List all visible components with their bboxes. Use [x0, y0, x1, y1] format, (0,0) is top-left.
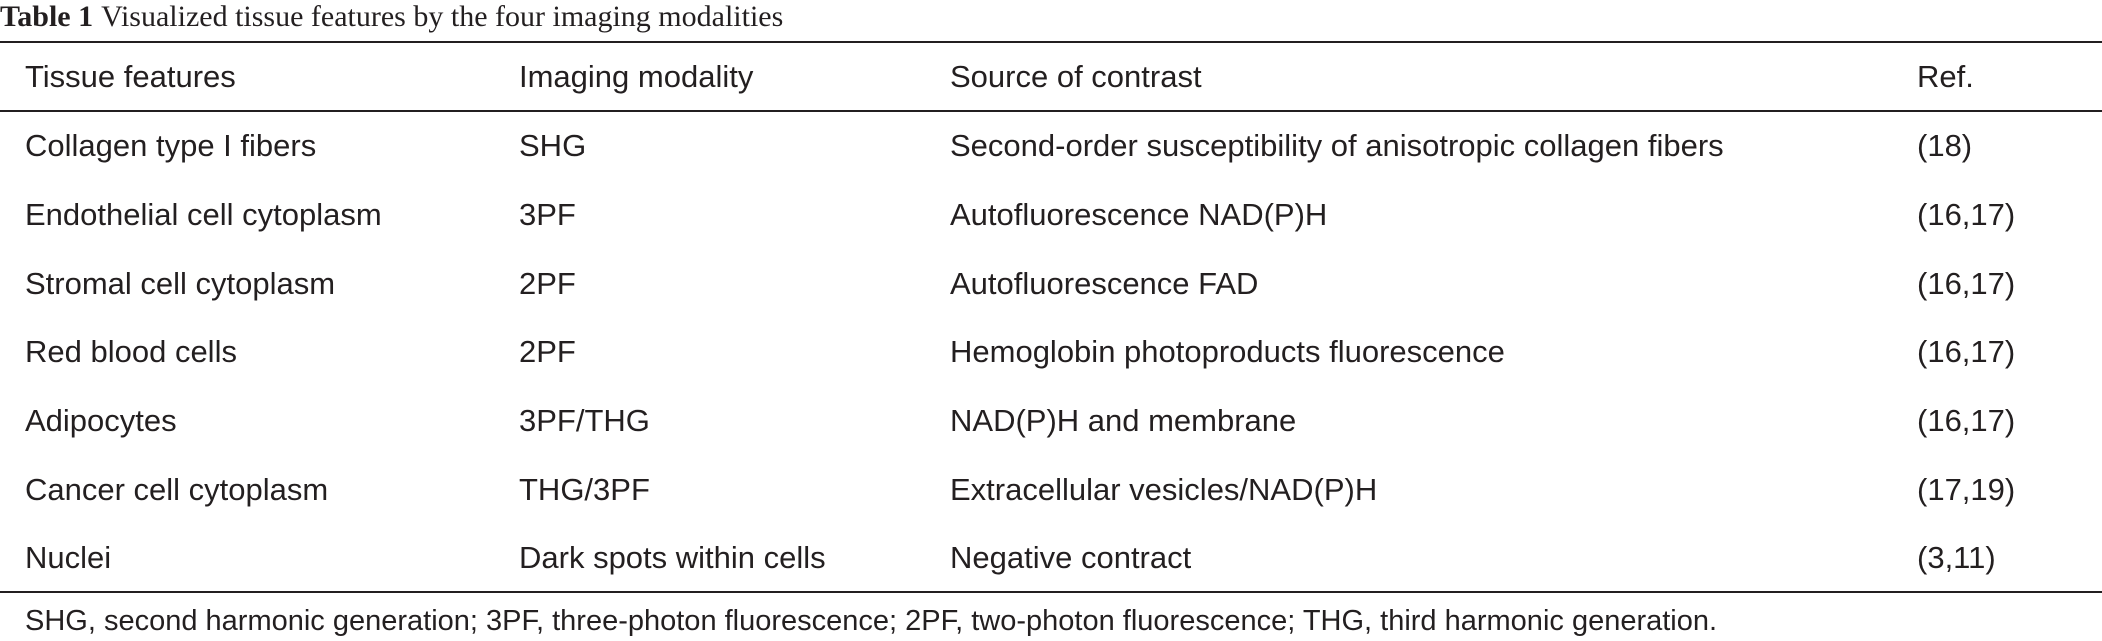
cell-tissue-feature: Adipocytes — [25, 403, 177, 439]
cell-ref: (16,17) — [1917, 403, 2016, 439]
table-bottom-rule — [0, 591, 2102, 593]
table-row: Stromal cell cytoplasm 2PF Autofluoresce… — [0, 249, 2102, 318]
cell-imaging-modality: 2PF — [519, 265, 576, 301]
cell-tissue-feature: Nuclei — [25, 540, 112, 576]
column-header-ref: Ref. — [1917, 58, 1974, 94]
table-row: Red blood cells 2PF Hemoglobin photoprod… — [0, 318, 2102, 387]
table-row: Collagen type I fibers SHG Second-order … — [0, 110, 2102, 181]
cell-tissue-feature: Cancer cell cytoplasm — [25, 471, 329, 507]
data-table: Tissue features Imaging modality Source … — [0, 43, 2102, 593]
cell-ref: (16,17) — [1917, 334, 2016, 370]
cell-imaging-modality: SHG — [519, 128, 587, 164]
cell-source-of-contrast: Autofluorescence NAD(P)H — [950, 197, 1328, 233]
table-top-rule — [0, 41, 2102, 43]
cell-source-of-contrast: Hemoglobin photoproducts fluorescence — [950, 334, 1505, 370]
table-footnote: SHG, second harmonic generation; 3PF, th… — [25, 605, 1718, 637]
header-row: Tissue features Imaging modality Source … — [0, 43, 2102, 110]
cell-ref: (3,11) — [1917, 540, 1996, 576]
cell-tissue-feature: Stromal cell cytoplasm — [25, 265, 336, 301]
cell-imaging-modality: Dark spots within cells — [519, 540, 826, 576]
cell-imaging-modality: 3PF — [519, 197, 576, 233]
cell-ref: (18) — [1917, 128, 1973, 164]
cell-source-of-contrast: Negative contract — [950, 540, 1192, 576]
cell-imaging-modality: 2PF — [519, 334, 576, 370]
cell-source-of-contrast: NAD(P)H and membrane — [950, 403, 1297, 439]
column-header-source-of-contrast: Source of contrast — [950, 58, 1202, 94]
cell-tissue-feature: Endothelial cell cytoplasm — [25, 197, 382, 233]
cell-ref: (16,17) — [1917, 197, 2016, 233]
cell-ref: (16,17) — [1917, 265, 2016, 301]
table-row: Endothelial cell cytoplasm 3PF Autofluor… — [0, 181, 2102, 250]
cell-tissue-feature: Collagen type I fibers — [25, 128, 317, 164]
cell-source-of-contrast: Second-order susceptibility of anisotrop… — [950, 128, 1724, 164]
column-header-tissue-features: Tissue features — [25, 58, 236, 94]
table-title: Visualized tissue features by the four i… — [101, 0, 784, 33]
cell-tissue-feature: Red blood cells — [25, 334, 237, 370]
column-header-imaging-modality: Imaging modality — [519, 58, 754, 94]
table-row: Adipocytes 3PF/THG NAD(P)H and membrane … — [0, 387, 2102, 456]
cell-source-of-contrast: Extracellular vesicles/NAD(P)H — [950, 471, 1378, 507]
table-header-rule — [0, 110, 2102, 112]
cell-ref: (17,19) — [1917, 471, 2016, 507]
cell-imaging-modality: 3PF/THG — [519, 403, 650, 439]
table-row: Cancer cell cytoplasm THG/3PF Extracellu… — [0, 455, 2102, 524]
cell-imaging-modality: THG/3PF — [519, 471, 650, 507]
table-row: Nuclei Dark spots within cells Negative … — [0, 524, 2102, 593]
table-number: Table 1 — [0, 0, 94, 33]
cell-source-of-contrast: Autofluorescence FAD — [950, 265, 1259, 301]
